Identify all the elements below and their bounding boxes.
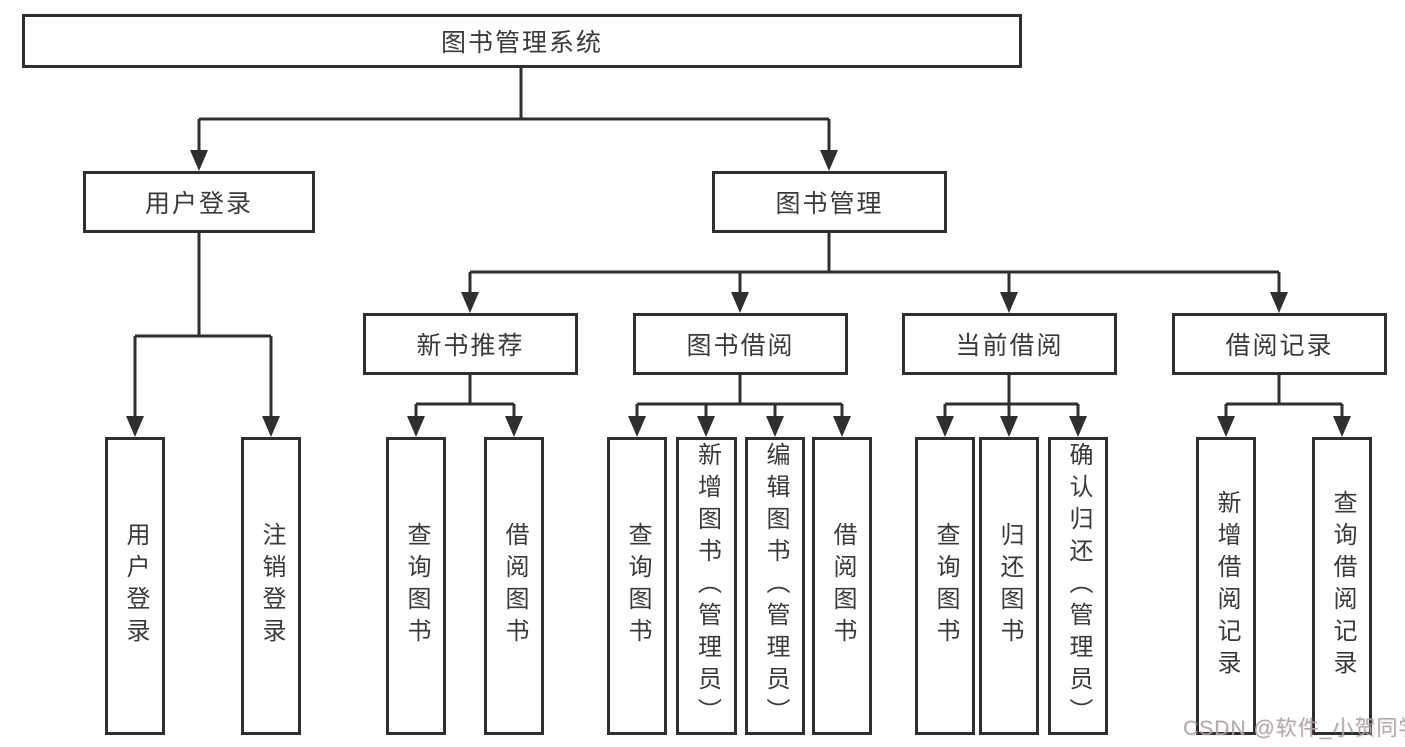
node-label: 新书推荐	[416, 332, 525, 360]
leaf-query-books-cb: 查询图书	[915, 437, 975, 735]
node-book-borrowing: 图书借阅	[633, 313, 848, 375]
node-label: 查询图书	[403, 522, 430, 650]
leaf-query-books-bb: 查询图书	[607, 437, 667, 735]
leaf-query-books-nb: 查询图书	[386, 437, 446, 735]
node-label: 借阅图书	[829, 522, 856, 650]
csdn-watermark: CSDN @软件_小贺同学	[1183, 717, 1405, 740]
node-label: 归还图书	[996, 522, 1023, 650]
node-borrowing-records: 借阅记录	[1172, 313, 1387, 375]
node-label: 图书借阅	[686, 332, 795, 360]
node-label: 图书管理系统	[440, 29, 603, 57]
node-label: 注销登录	[258, 522, 285, 650]
node-label: 确认归还（管理员）	[1065, 442, 1092, 730]
arrowheads	[126, 150, 1351, 437]
leaf-add-borrow-record: 新增借阅记录	[1196, 437, 1256, 735]
node-label: 编辑图书（管理员）	[762, 442, 789, 730]
node-label: 查询图书	[624, 522, 651, 650]
node-user-login: 用户登录	[83, 171, 315, 233]
leaf-add-book-admin: 新增图书（管理员）	[676, 437, 737, 735]
leaf-return-books: 归还图书	[979, 437, 1039, 735]
node-label: 用户登录	[122, 522, 149, 650]
node-book-management: 图书管理	[712, 171, 947, 233]
leaf-logout: 注销登录	[241, 437, 301, 735]
node-new-book-recommend: 新书推荐	[363, 313, 578, 375]
leaf-user-login: 用户登录	[105, 437, 165, 735]
leaf-edit-book-admin: 编辑图书（管理员）	[745, 437, 805, 735]
leaf-confirm-return-admin: 确认归还（管理员）	[1048, 437, 1108, 735]
node-label: 当前借阅	[955, 332, 1064, 360]
node-label: 查询图书	[932, 522, 959, 650]
leaf-query-borrow-record: 查询借阅记录	[1312, 437, 1372, 735]
node-label: 借阅图书	[501, 522, 528, 650]
node-label: 新增图书（管理员）	[693, 442, 721, 730]
node-label: 借阅记录	[1225, 332, 1334, 360]
node-current-borrowing: 当前借阅	[902, 313, 1117, 375]
node-label: 用户登录	[144, 190, 253, 218]
node-label: 新增借阅记录	[1213, 490, 1240, 682]
leaf-borrow-books-bb: 借阅图书	[812, 437, 872, 735]
node-root-system: 图书管理系统	[22, 14, 1022, 68]
node-label: 查询借阅记录	[1329, 490, 1356, 682]
node-label: 图书管理	[775, 190, 884, 218]
leaf-borrow-books-nb: 借阅图书	[484, 437, 544, 735]
